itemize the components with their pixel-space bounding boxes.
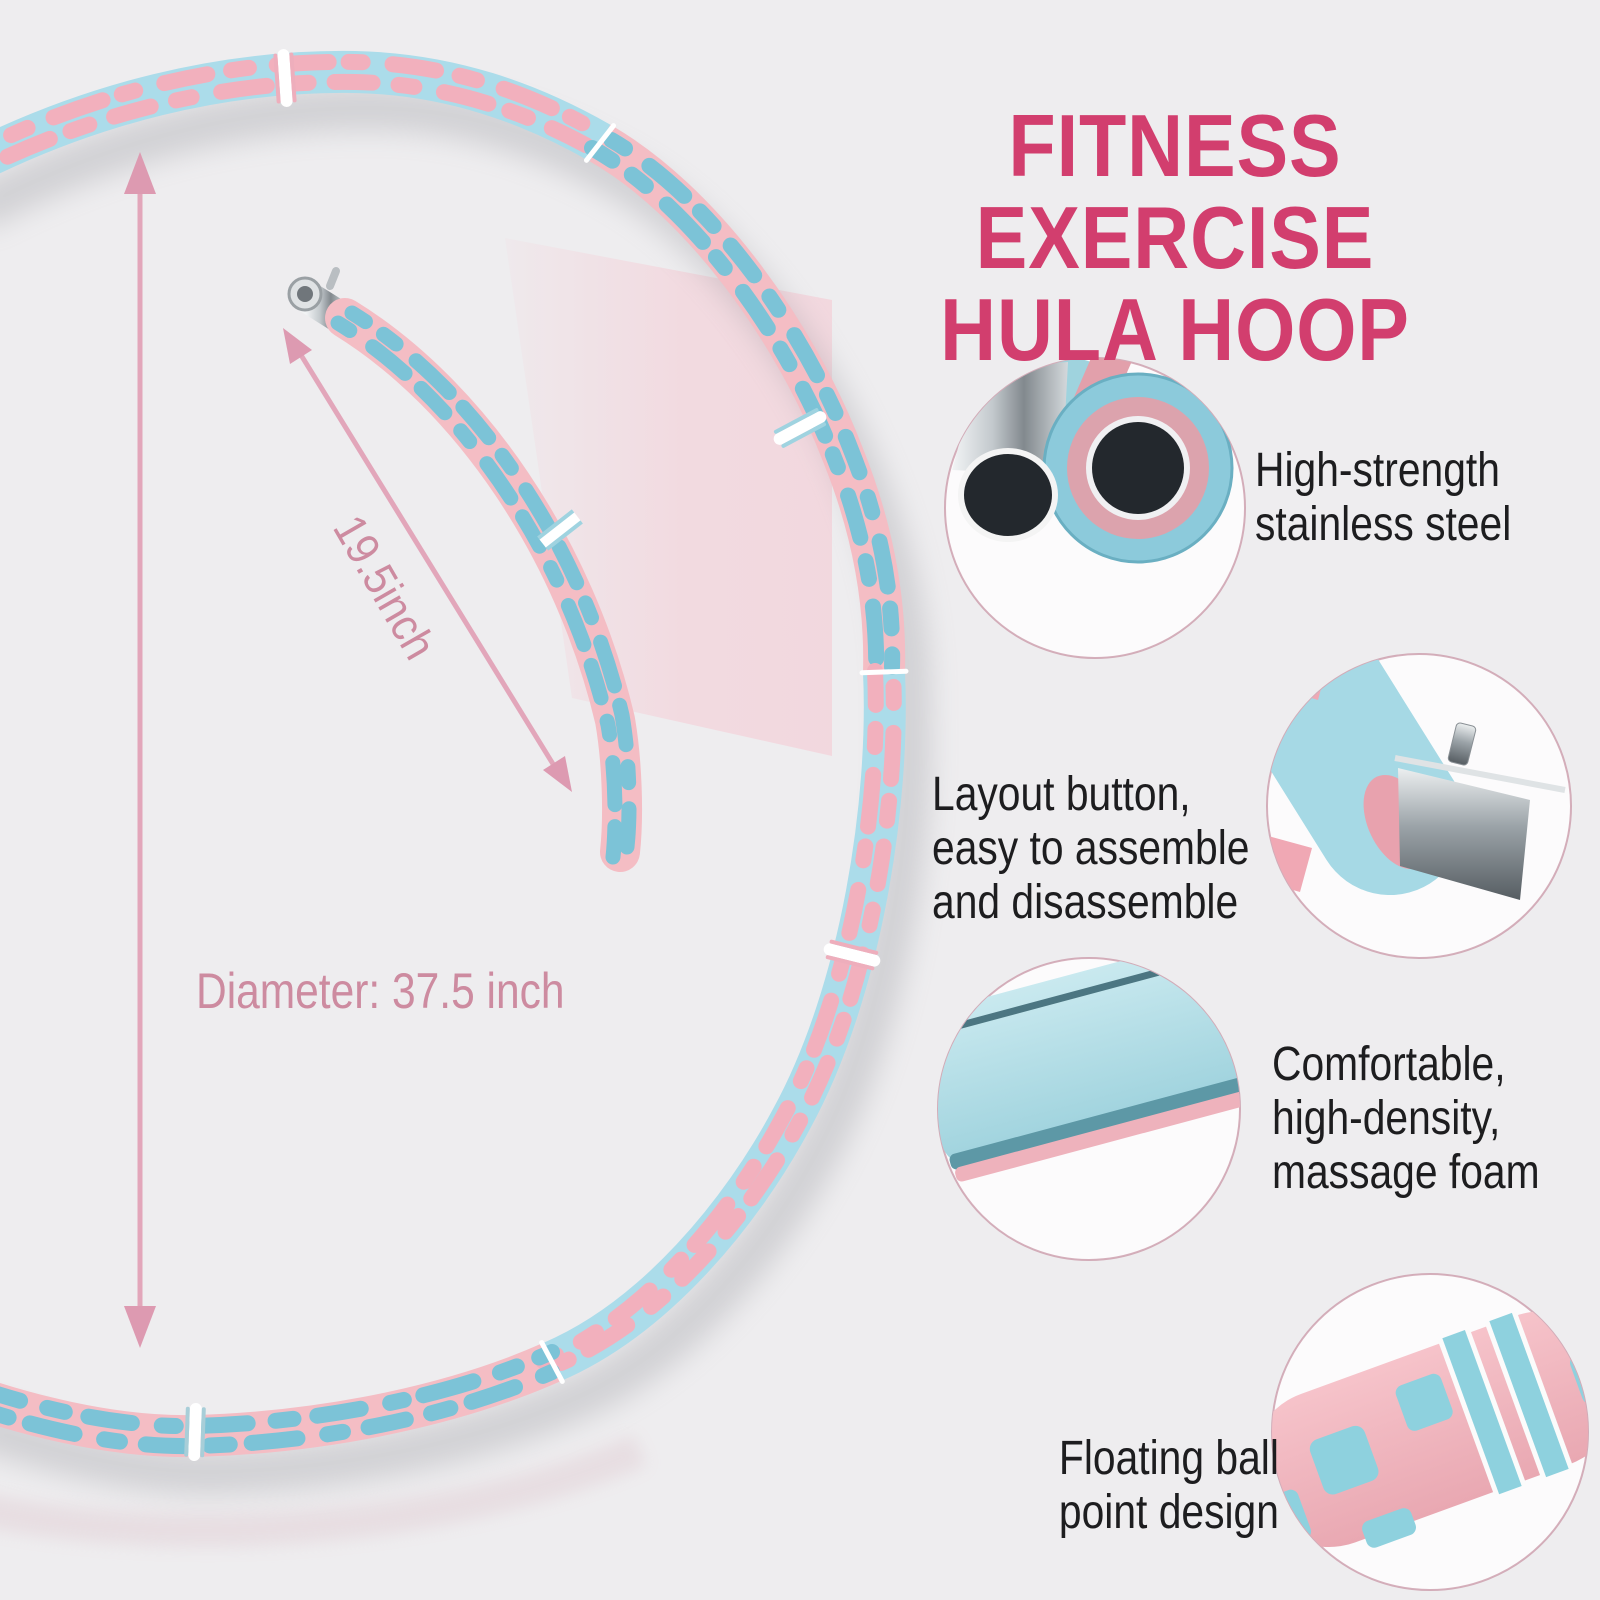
- hoop-reflection: [0, 1434, 647, 1548]
- hoop-joint-rings: [184, 49, 909, 1461]
- callout-photo-stainless-steel: [944, 357, 1246, 659]
- callout-line: stainless steel: [1255, 498, 1512, 551]
- callout-line: easy to assemble: [932, 822, 1250, 875]
- diameter-arrow: [124, 152, 156, 1348]
- callout-line: high-density,: [1272, 1092, 1501, 1145]
- callout-line: High-strength: [1255, 444, 1500, 497]
- hoop-shadow: [0, 85, 931, 1495]
- page-title: FITNESS EXERCISE HULA HOOP: [819, 100, 1532, 376]
- diameter-label: Diameter: 37.5 inch: [196, 963, 565, 1019]
- callout-photo-floating-ball: [1271, 1273, 1589, 1591]
- callout-text-massage-foam: Comfortable, high-density, massage foam: [1272, 1038, 1540, 1200]
- callout-line: point design: [1058, 1486, 1279, 1539]
- segment-joint-ring: [537, 509, 583, 551]
- callout-line: Comfortable,: [1272, 1038, 1506, 1091]
- callout-text-floating-ball: Floating ball point design: [1058, 1432, 1279, 1540]
- callout-line: Layout button,: [932, 768, 1191, 821]
- title-line-2: HULA HOOP: [940, 280, 1410, 379]
- title-line-1: FITNESS EXERCISE: [975, 96, 1375, 287]
- detached-segment: [287, 267, 643, 872]
- callout-line: and disassemble: [932, 876, 1239, 929]
- callout-line: Floating ball: [1058, 1432, 1279, 1485]
- callout-text-stainless-steel: High-strength stainless steel: [1255, 444, 1511, 552]
- segment-length-arrow: [283, 328, 572, 792]
- callout-line: massage foam: [1272, 1146, 1540, 1199]
- hula-hoop-ring: [0, 50, 906, 1458]
- callout-photo-layout-button: [1266, 653, 1572, 959]
- segment-button-pin: [326, 267, 340, 290]
- callout-text-layout-button: Layout button, easy to assemble and disa…: [932, 768, 1250, 930]
- callout-photo-massage-foam: [937, 957, 1241, 1261]
